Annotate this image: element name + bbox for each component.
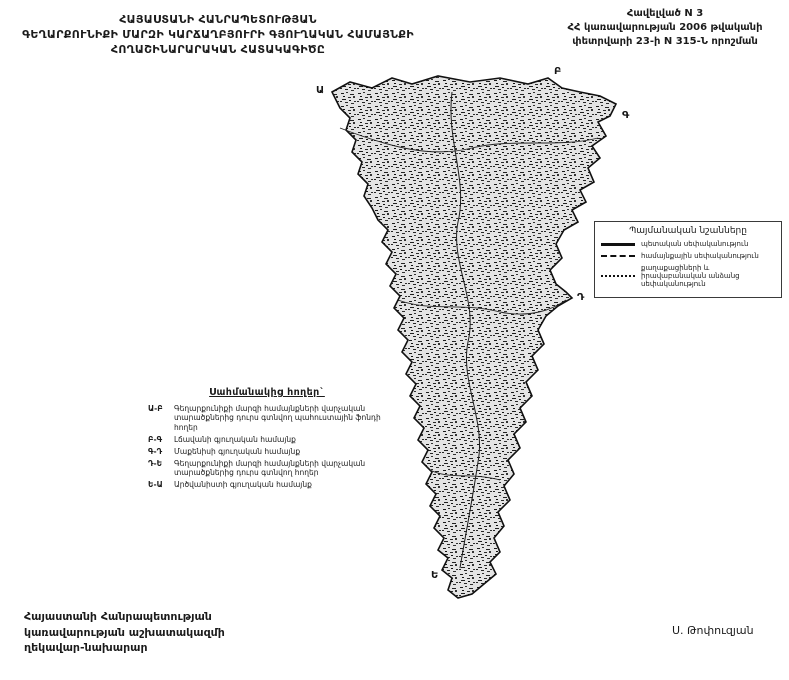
boundary-segment-code: Գ-Դ (148, 446, 163, 456)
annex-line-2: ՀՀ կառավարության 2006 թվականի (567, 22, 763, 33)
legend-title: Պայմանական նշանները (629, 226, 747, 236)
boundary-point-a: Ա (316, 85, 324, 96)
legend-box: Պայմանական նշանները պետական սեփականությո… (594, 221, 782, 298)
legend-item-community: համայնքային սեփականություն (601, 252, 775, 260)
legend-item-state: պետական սեփականություն (601, 240, 775, 248)
state-ownership-line-icon (601, 242, 635, 246)
citizens-ownership-line-icon (601, 275, 635, 277)
legend-item-label: քաղաքացիների և իրավաբանական անձանց սեփակ… (641, 264, 740, 288)
signature-name: Ս. Թոփուզյան (672, 624, 754, 637)
community-territory-shape (330, 75, 618, 599)
boundary-segment-code: Բ-Գ (148, 434, 163, 444)
road-line-north (339, 127, 599, 153)
river-line (450, 91, 480, 569)
boundary-segment-code: Դ-Ե (148, 458, 163, 468)
boundary-segment-code: Ա-Բ (148, 403, 163, 413)
adjacent-land-label: Գեղարքունիքի մարզի համայնքների վարչական … (174, 458, 366, 478)
boundary-point-e: Ե (431, 570, 438, 581)
annex-line-3: փետրվարի 23-ի N 315-Ն որոշման (572, 36, 758, 47)
list-item: Բ-Գ Լճավանի գյուղական համայնք (148, 435, 386, 445)
road-line-middle (397, 299, 567, 315)
signatory-post-block: Հայաստանի Հանրապետության կառավարության ա… (24, 609, 225, 656)
adjacent-land-label: Արծվանիստի գյուղական համայնք (174, 480, 312, 489)
adjacent-lands-title: Սահմանակից հողեր` (209, 387, 325, 398)
boundary-point-g: Գ (622, 110, 630, 121)
adjacent-land-label: Մաքենիսի գյուղական համայնք (174, 446, 301, 456)
list-item: Դ-Ե Գեղարքունիքի մարզի համայնքների վարչա… (148, 459, 386, 478)
boundary-segment-code: Ե-Ա (148, 480, 163, 489)
boundary-point-d: Դ (577, 292, 585, 303)
annex-reference: Հավելված N 3 ՀՀ կառավարության 2006 թվակա… (547, 7, 783, 49)
annex-line-1: Հավելված N 3 (626, 8, 704, 19)
title-line-2: ԳԵՂԱՐՔՈՒՆԻՔԻ ՄԱՐԶԻ ԿԱՐՃԱՂԲՅՈՒՐԻ ԳՅՈՒՂԱԿԱ… (22, 28, 414, 41)
list-item: Գ-Դ Մաքենիսի գյուղական համայնք (148, 447, 386, 457)
legend-item-citizens: քաղաքացիների և իրավաբանական անձանց սեփակ… (601, 264, 775, 288)
boundary-point-b: Բ (554, 66, 561, 77)
adjacent-land-label: Գեղարքունիքի մարզի համայնքների վարչական … (174, 403, 381, 432)
adjacent-land-label: Լճավանի գյուղական համայնք (174, 434, 296, 444)
document-title: ՀԱՅԱՍՏԱՆԻ ՀԱՆՐԱՊԵՏՈՒԹՅԱՆ ԳԵՂԱՐՔՈՒՆԻՔԻ ՄԱ… (8, 12, 428, 57)
legend-item-label: պետական սեփականություն (641, 240, 749, 248)
legend-item-label: համայնքային սեփականություն (641, 252, 759, 260)
signatory-post-line-1: Հայաստանի Հանրապետության (24, 610, 212, 623)
title-line-3: ՀՈՂԱՇԻՆԱՐԱՐԱԿԱՆ ՀԱՏԱԿԱԳԻԾԸ (110, 43, 326, 56)
adjacent-lands-block: Սահմանակից հողեր` Ա-Բ Գեղարքունիքի մարզի… (148, 388, 386, 492)
road-line-south (429, 469, 501, 481)
title-line-1: ՀԱՅԱՍՏԱՆԻ ՀԱՆՐԱՊԵՏՈՒԹՅԱՆ (119, 13, 317, 26)
community-ownership-line-icon (601, 255, 635, 257)
list-item: Ա-Բ Գեղարքունիքի մարզի համայնքների վարչա… (148, 404, 386, 433)
signatory-post-line-2: կառավարության աշխատակազմի (24, 625, 225, 639)
signatory-post-line-3: ղեկավար-նախարար (24, 641, 148, 654)
list-item: Ե-Ա Արծվանիստի գյուղական համայնք (148, 480, 386, 490)
